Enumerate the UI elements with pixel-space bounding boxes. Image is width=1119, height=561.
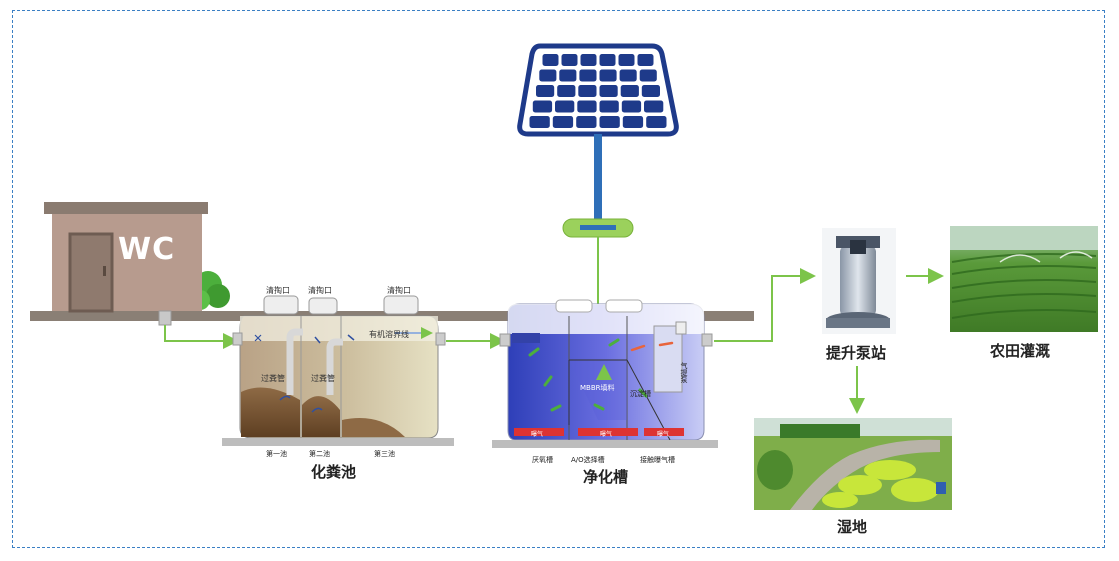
solar-cell xyxy=(618,54,635,66)
solar-cell xyxy=(532,100,553,113)
solar-cell xyxy=(599,69,617,82)
septic-chamber-label-3: 第三池 xyxy=(374,450,395,458)
solar-cell xyxy=(599,116,620,128)
solar-cell xyxy=(559,69,577,82)
pump-station-image xyxy=(822,228,896,334)
wc-building xyxy=(44,202,230,326)
solar-cell xyxy=(641,85,660,97)
purifier-airlift-label: 气提泵 xyxy=(680,362,688,383)
wc-sign: WC xyxy=(118,232,176,267)
septic-port-label-2: 清掏口 xyxy=(308,286,332,295)
septic-pipe-label-1: 过粪管 xyxy=(261,374,285,383)
septic-tank xyxy=(222,295,454,446)
solar-cell xyxy=(555,100,575,113)
solar-cell xyxy=(619,69,637,82)
solar-cell xyxy=(599,54,616,66)
aerator-label-3: 曝气 xyxy=(657,431,670,438)
solar-cell xyxy=(577,100,597,113)
solar-cell xyxy=(542,54,559,66)
septic-title: 化粪池 xyxy=(311,463,357,481)
pump-title: 提升泵站 xyxy=(826,344,887,362)
solar-cell xyxy=(644,100,664,113)
solar-cell xyxy=(578,85,597,97)
aerator-label-1: 曝气 xyxy=(531,431,544,438)
septic-level-label: 有机溶界线 xyxy=(369,330,409,339)
solar-cell xyxy=(580,54,597,66)
septic-port-label-3: 清掏口 xyxy=(387,286,411,295)
dashed-frame xyxy=(12,10,1105,548)
flow-arrow-purifier-pump xyxy=(714,268,816,342)
flow-arrow-wc-septic xyxy=(164,325,239,349)
purification-tank xyxy=(492,299,718,448)
solar-cell xyxy=(599,85,618,97)
solar-cell xyxy=(637,54,654,66)
solar-cell xyxy=(620,85,639,97)
solar-panel xyxy=(517,43,679,312)
solar-cell xyxy=(639,69,657,82)
wetland-image xyxy=(754,418,952,510)
solar-cell xyxy=(536,85,555,97)
wetland-title: 湿地 xyxy=(837,518,868,536)
solar-cell xyxy=(599,100,619,113)
aerator-label-2: 曝气 xyxy=(600,431,613,438)
purifier-zone-label-3: 接触曝气槽 xyxy=(640,456,675,464)
purifier-zone-label-1: 厌氧槽 xyxy=(532,456,553,464)
farm-irrigation-image xyxy=(950,226,1098,332)
purifier-title: 净化槽 xyxy=(583,468,629,486)
solar-cell xyxy=(557,85,576,97)
septic-port-label-1: 清掏口 xyxy=(266,286,290,295)
solar-cell xyxy=(622,116,644,128)
purifier-zone-label-2: A/O选择槽 xyxy=(571,456,605,464)
septic-chamber-label-2: 第二池 xyxy=(309,450,330,458)
solar-cell xyxy=(579,69,597,82)
purifier-media-label: MBBR填料 xyxy=(580,384,615,392)
solar-cell xyxy=(552,116,574,128)
solar-cell xyxy=(576,116,597,128)
septic-pipe-label-2: 过粪管 xyxy=(311,374,335,383)
purifier-settle-label: 沉淀槽 xyxy=(630,390,651,398)
solar-cell xyxy=(561,54,578,66)
solar-cell xyxy=(621,100,642,113)
solar-cell xyxy=(529,116,550,128)
solar-cell xyxy=(539,69,557,82)
septic-chamber-label-1: 第一池 xyxy=(266,450,287,458)
solar-cell xyxy=(646,116,667,128)
farm-title: 农田灌溉 xyxy=(990,342,1051,360)
